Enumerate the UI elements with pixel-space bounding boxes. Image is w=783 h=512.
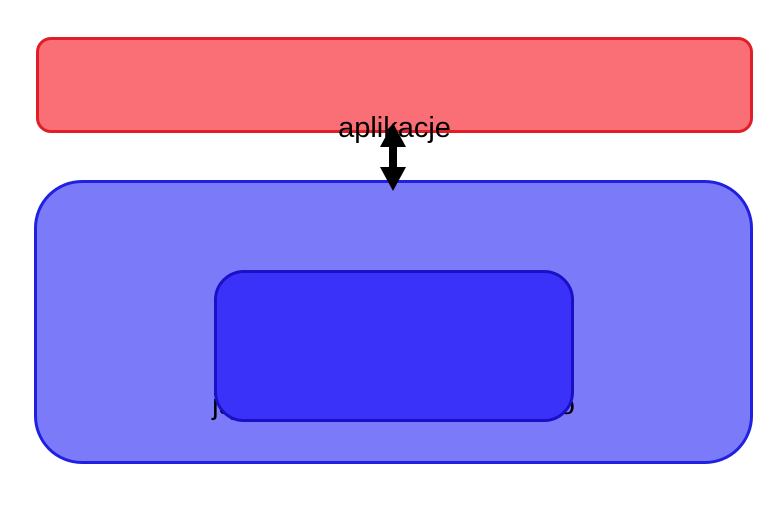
block-applications[interactable]: aplikacje: [36, 37, 753, 144]
double-headed-arrow-icon: [371, 122, 415, 192]
block-servers[interactable]: serwery: [214, 270, 574, 422]
